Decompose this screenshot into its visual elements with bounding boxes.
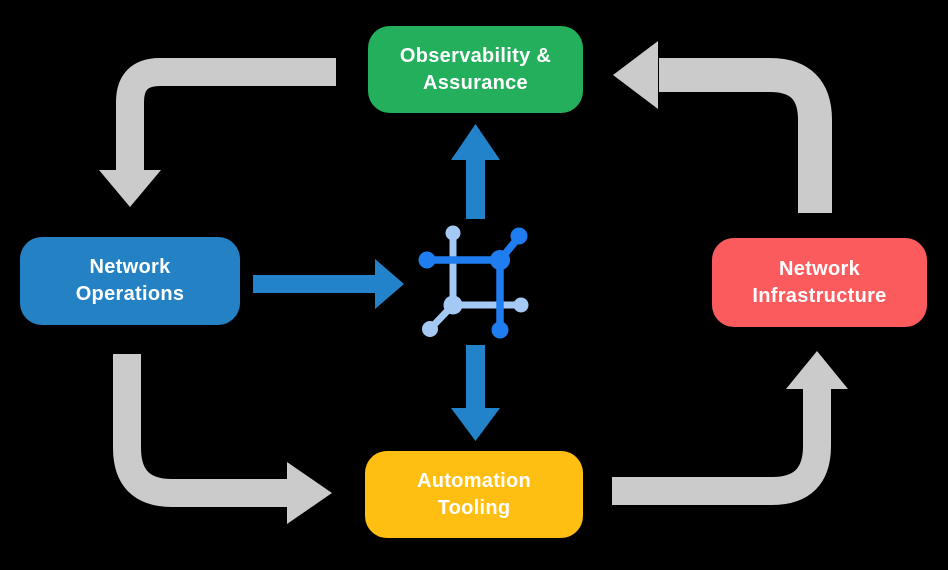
arrowhead-down-icon: [451, 408, 500, 441]
node-label: Network Operations: [75, 256, 185, 305]
icon-node-bottom-left-corner: [443, 295, 463, 315]
icon-node-top: [445, 225, 461, 241]
icon-node-top-right-corner: [490, 250, 510, 270]
arrow-shaft: [612, 389, 831, 505]
node-network-operations: Network Operations: [20, 237, 240, 325]
arrow-operations-to-hub: [253, 259, 404, 309]
node-network-infrastructure: Network Infrastructure: [712, 238, 927, 327]
arrow-tooling-to-infrastructure: [612, 351, 848, 505]
icon-node-left: [418, 251, 436, 269]
node-label: Network Infrastructure: [752, 257, 887, 307]
node-label: Automation Tooling: [416, 469, 532, 519]
network-mesh-icon: [418, 225, 529, 339]
icon-node-bottom: [491, 321, 509, 339]
arrowhead-up-icon: [451, 124, 500, 160]
arrow-hub-to-observability: [451, 124, 500, 219]
node-automation-tooling: Automation Tooling: [365, 451, 583, 538]
arrowhead-up-icon: [786, 351, 848, 389]
icon-node-top-right: [510, 227, 528, 245]
node-observability-assurance: Observability & Assurance: [368, 26, 583, 113]
node-label: Observability & Assurance: [399, 44, 552, 94]
arrowhead-right-icon: [375, 259, 404, 309]
arrow-shaft: [659, 58, 832, 213]
arrowhead-left-icon: [613, 41, 658, 109]
arrow-infrastructure-to-observability: [613, 41, 832, 213]
arrow-shaft: [116, 58, 336, 172]
arrow-shaft: [113, 354, 289, 507]
arrowhead-right-icon: [287, 462, 332, 524]
icon-node-right: [513, 297, 529, 313]
arrow-hub-to-tooling: [451, 345, 500, 441]
arrow-operations-to-tooling: [113, 354, 332, 524]
icon-node-bottom-left: [422, 321, 438, 337]
arrow-observability-to-operations: [99, 58, 336, 207]
arrowhead-down-icon: [99, 170, 161, 207]
